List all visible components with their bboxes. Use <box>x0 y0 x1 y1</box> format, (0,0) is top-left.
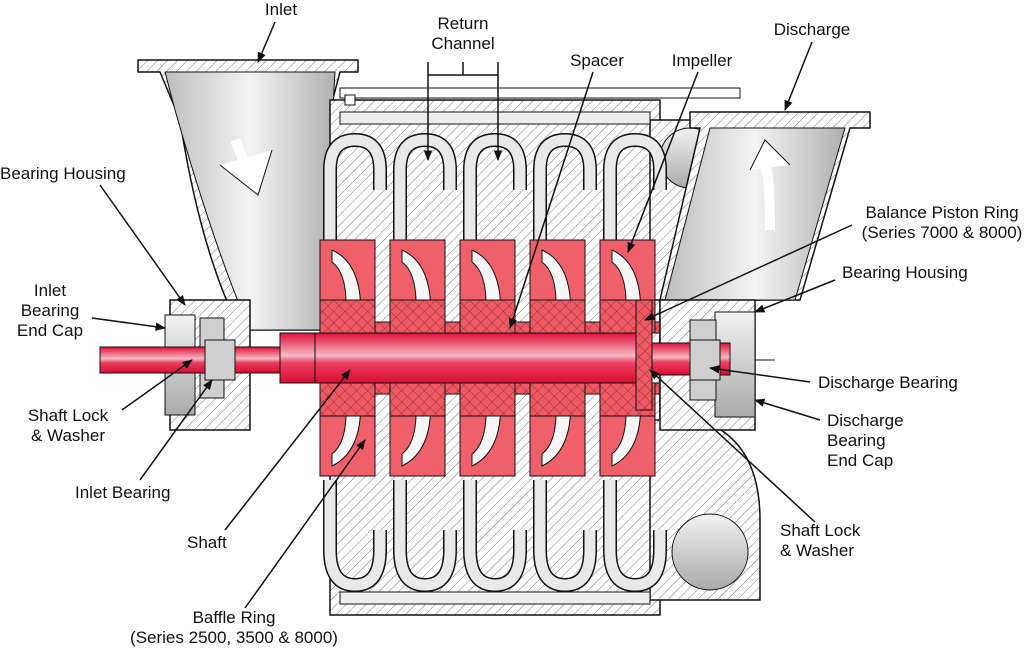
label-line: Return <box>437 14 489 33</box>
label-line: Inlet <box>33 281 67 300</box>
impeller-hub <box>319 382 376 417</box>
shaft <box>99 299 731 411</box>
impeller-hub <box>389 299 446 334</box>
label-inlet: Inlet <box>264 0 298 19</box>
label-line: & Washer <box>780 541 855 560</box>
label-line: (Series 7000 & 8000) <box>861 223 1023 242</box>
leader-lines <box>91 21 853 609</box>
return-channel-fill <box>604 134 666 240</box>
label-line: Channel <box>431 34 495 53</box>
label-bearing-housing-inlet: Bearing Housing <box>0 164 126 183</box>
return-channel-fill <box>394 134 456 240</box>
label-line: Balance Piston Ring <box>865 203 1019 222</box>
label-spacer: Spacer <box>570 51 624 70</box>
return-channel-fill <box>394 480 456 591</box>
spacer <box>514 382 531 395</box>
discharge-nozzle <box>659 111 871 301</box>
label-inlet-bearing-end-cap: Inlet Bearing End Cap <box>17 281 83 341</box>
impeller-hub <box>529 299 586 334</box>
impeller-hub <box>529 382 586 417</box>
spacer <box>584 382 601 395</box>
return-channel-fill <box>464 134 526 240</box>
spacer <box>374 382 391 395</box>
return-channel-fill <box>604 480 666 591</box>
label-bearing-housing-discharge: Bearing Housing <box>842 263 968 282</box>
spacer <box>444 382 461 395</box>
label-line: Discharge <box>827 411 904 430</box>
spacer <box>584 321 601 334</box>
return-channel-fill <box>324 480 386 591</box>
label-line: Bearing <box>827 431 886 450</box>
return-channel-fill <box>464 480 526 591</box>
label-inlet-bearing: Inlet Bearing <box>75 483 171 502</box>
label-discharge: Discharge <box>773 20 851 39</box>
label-line: End Cap <box>827 451 894 470</box>
impeller-hub <box>319 299 376 334</box>
label-line: Bearing <box>20 301 80 320</box>
return-channel-fill <box>534 134 596 240</box>
label-line: Baffle Ring <box>192 608 276 627</box>
inlet-nozzle <box>137 59 359 331</box>
pump-stages <box>319 132 671 593</box>
label-balance-piston-ring: Balance Piston Ring (Series 7000 & 8000) <box>862 203 1023 243</box>
spacer <box>514 321 531 334</box>
spacer <box>444 321 461 334</box>
impeller-hub <box>459 299 516 334</box>
label-line: Shaft Lock <box>780 521 861 540</box>
label-line: (Series 2500, 3500 & 8000) <box>130 628 338 647</box>
impeller-hub <box>389 382 446 417</box>
label-line: Shaft Lock <box>27 406 109 425</box>
label-line: & Washer <box>30 426 106 445</box>
label-line: End Cap <box>16 321 84 340</box>
label-shaft-lock-washer-discharge: Shaft Lock & Washer <box>780 521 860 561</box>
label-return-channel: Return Channel <box>431 14 494 54</box>
label-impeller: Impeller <box>671 51 733 70</box>
label-discharge-bearing: Discharge Bearing <box>818 373 958 392</box>
label-baffle-ring: Baffle Ring (Series 2500, 3500 & 8000) <box>130 608 338 648</box>
spacer <box>374 321 391 334</box>
return-channel-fill <box>324 134 386 240</box>
label-shaft-lock-washer-inlet: Shaft Lock & Washer <box>28 406 108 446</box>
impeller-hub <box>459 382 516 417</box>
return-channel-fill <box>534 480 596 591</box>
label-shaft: Shaft <box>187 533 227 552</box>
label-discharge-bearing-end-cap: Discharge Bearing End Cap <box>827 411 904 471</box>
